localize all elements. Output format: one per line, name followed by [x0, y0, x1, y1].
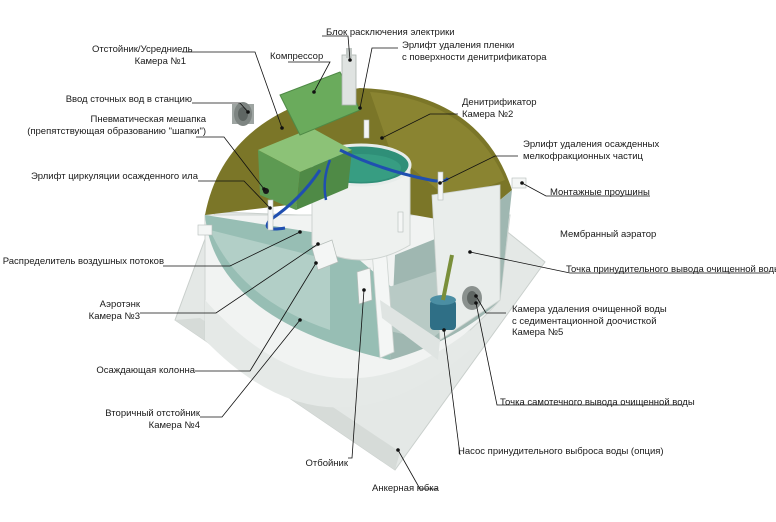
- airlift-pipe-sludge: [267, 199, 274, 231]
- compressor-box-top: [258, 128, 352, 172]
- compressor-box-front: [258, 150, 300, 210]
- outlet-pipe: [462, 286, 482, 310]
- leader-lines: [140, 35, 768, 490]
- label-gravity-outlet: Точка самотечного вывода очищенной воды: [500, 397, 695, 408]
- label-electric-block: Блок расключения электрики: [326, 27, 455, 38]
- air-pipe-3: [323, 159, 332, 201]
- chamber-teal-light: [210, 230, 330, 330]
- chamber-olive-highlight: [370, 92, 505, 200]
- label-distributor: Распределитель воздушных потоков: [2, 256, 164, 267]
- airlift-pipe-column: [397, 211, 404, 233]
- label-settling-column: Осаждающая колонна: [96, 365, 195, 376]
- mount-eye-right: [511, 177, 527, 189]
- label-membrane: Мембранный аэратор: [560, 229, 657, 240]
- electric-block: [341, 54, 357, 106]
- pump: [430, 254, 456, 330]
- label-pump: Насос принудительного выброса воды (опци…: [458, 446, 664, 457]
- label-anchor-skirt: Анкерная юбка: [372, 483, 439, 494]
- airlift-pipe-film: [363, 119, 370, 139]
- label-mount-eyes: Монтажные проушины: [550, 187, 650, 198]
- label-forced-outlet: Точка принудительного вывода очищенной в…: [566, 264, 776, 275]
- electric-block-cap: [346, 48, 352, 58]
- label-deflector: Отбойник: [305, 458, 348, 469]
- tank-wall-shade: [205, 300, 470, 408]
- label-compressor: Компрессор: [270, 51, 324, 62]
- deflector: [356, 267, 373, 305]
- airlift-pipe-fine: [437, 171, 444, 201]
- label-inlet: Ввод сточных вод в станцию: [65, 94, 192, 105]
- mount-eye-left: [197, 224, 213, 236]
- leader-dots: [246, 58, 524, 452]
- compressor-unit: [279, 71, 361, 136]
- label-pneumatic-bag: Пневматическая мешапка(препятствующая об…: [27, 114, 206, 137]
- label-airlift-sludge: Эрлифт циркуляции осажденного ила: [30, 171, 198, 182]
- partition-wall-3: [380, 300, 440, 360]
- inlet-pipe: [232, 102, 254, 126]
